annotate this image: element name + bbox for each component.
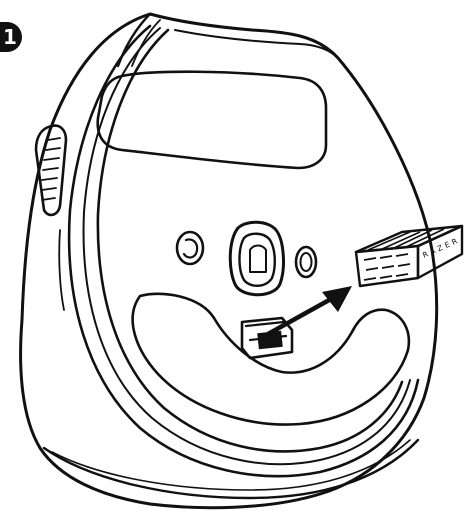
mouse-underside-icon [21,14,437,508]
mouse-feet-pad-top [98,72,326,168]
mouse-top-edge [175,30,338,58]
arrow-right-icon [268,286,352,334]
profile-button [296,247,316,277]
mouse-body-outline [21,14,437,508]
mouse-side-edge [59,230,64,310]
usb-dongle-icon [356,226,462,286]
optical-sensor [230,222,283,295]
dongle-contacts [364,254,410,280]
mouse-feet-pad-bottom [133,294,409,425]
mouse-base-rim-middle [84,28,410,464]
mouse-base-rim-inner [98,30,402,451]
dongle-brand-label: RAZER [421,235,461,260]
power-switch [177,232,203,264]
scroll-wheel [36,126,66,215]
